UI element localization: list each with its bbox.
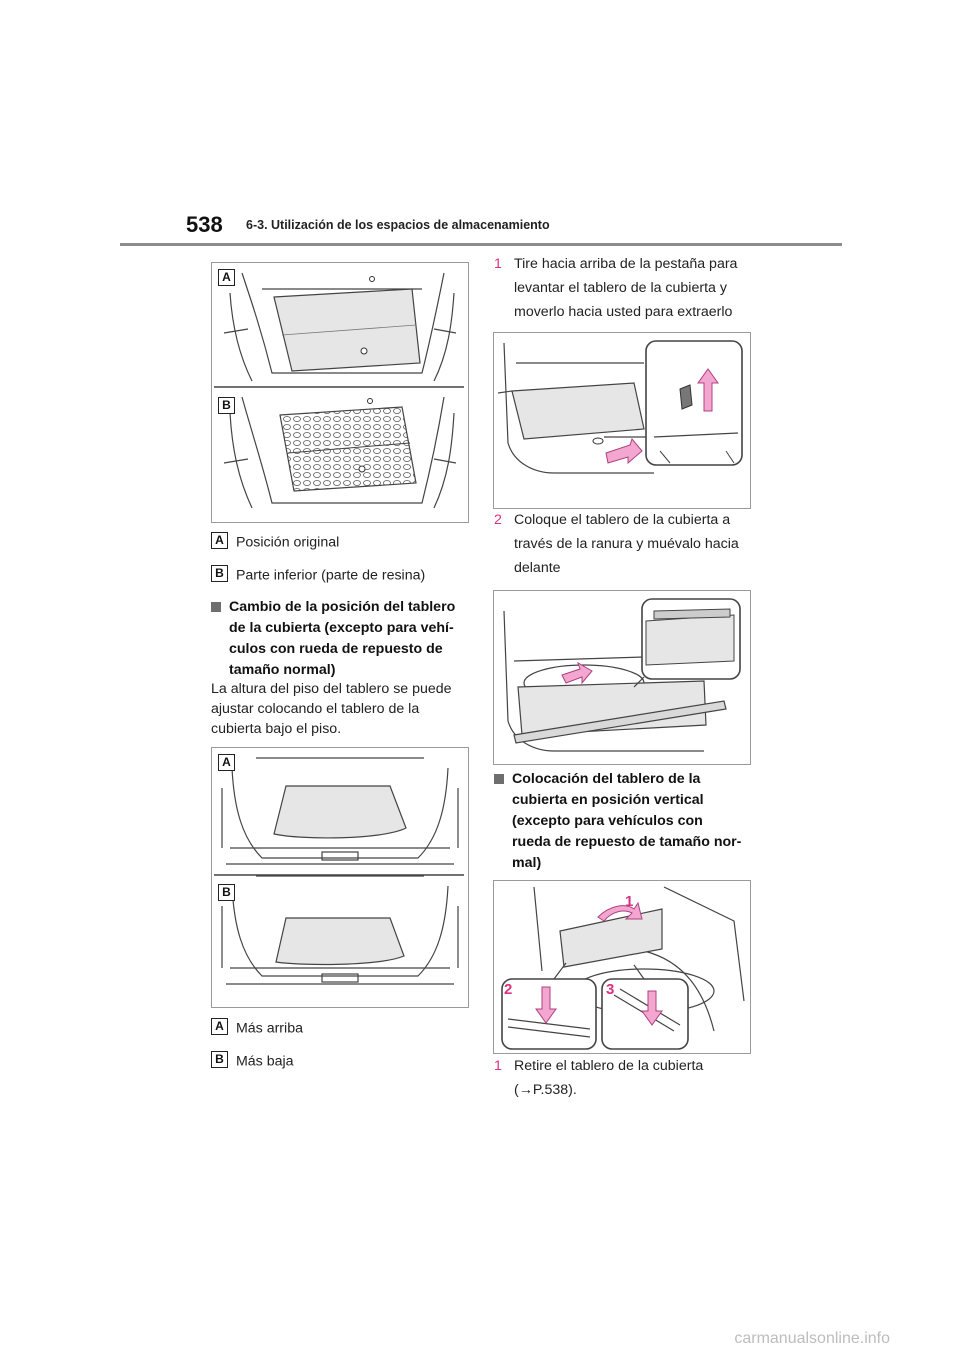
figure-pull-tab bbox=[493, 332, 751, 509]
body-line: cubierta bajo el piso. bbox=[211, 721, 342, 737]
heading-bullet bbox=[494, 774, 504, 784]
body-line: La altura del piso del tablero se puede bbox=[211, 681, 452, 697]
figure-label-b: B bbox=[218, 397, 235, 414]
step-line: (→P.538). bbox=[514, 1082, 577, 1098]
watermark-text: carmanualsonline.info bbox=[734, 1330, 890, 1347]
legend-item-b: B Parte inferior (parte de resina) bbox=[211, 565, 426, 584]
legend-item-b: B Más baja bbox=[211, 1051, 294, 1070]
step-line: delante bbox=[514, 560, 561, 576]
legend-text: Parte inferior (parte de resina) bbox=[235, 567, 426, 584]
step-line: levantar el tablero de la cubierta y bbox=[514, 280, 727, 296]
heading-line: culos con rueda de repuesto de bbox=[229, 641, 443, 657]
step-line: Retire el tablero de la cubierta bbox=[514, 1058, 704, 1074]
legend-text: Más baja bbox=[235, 1053, 294, 1070]
legend-item-a: A Posición original bbox=[211, 532, 340, 551]
figure-slot-insert bbox=[493, 590, 751, 765]
illustration-slot bbox=[503, 598, 741, 752]
figure-label-a: A bbox=[218, 754, 235, 771]
body-paragraph: La altura del piso del tablero se puede … bbox=[211, 679, 473, 739]
step-item: 1 Tire hacia arriba de la pestaña para l… bbox=[494, 252, 754, 326]
legend-text: Más arriba bbox=[235, 1020, 303, 1037]
illustration-cargo-top bbox=[214, 272, 464, 509]
heading-line: tamaño normal) bbox=[229, 662, 336, 678]
legend-letter: A bbox=[211, 532, 228, 549]
callout-1: 1 bbox=[625, 893, 634, 910]
header-rule bbox=[120, 243, 842, 246]
section-heading: Colocación del tablero de la cubierta en… bbox=[494, 769, 754, 875]
heading-bullet bbox=[211, 602, 221, 612]
step-number: 1 bbox=[494, 1058, 502, 1074]
legend-item-a: A Más arriba bbox=[211, 1018, 303, 1037]
figure-board-height: A B bbox=[211, 747, 469, 1008]
heading-line: rueda de repuesto de tamaño nor- bbox=[512, 834, 742, 850]
heading-line: (excepto para vehículos con bbox=[512, 813, 703, 829]
legend-letter: A bbox=[211, 1018, 228, 1035]
figure-cargo-board-positions: A B bbox=[211, 262, 469, 523]
illustration-vertical-board bbox=[501, 886, 745, 1050]
step-number: 1 bbox=[494, 256, 502, 272]
callout-3: 3 bbox=[606, 981, 615, 998]
step-line: Tire hacia arriba de la pestaña para bbox=[514, 256, 738, 272]
figure-vertical-position: 1 2 3 bbox=[493, 880, 751, 1054]
legend-letter: B bbox=[211, 1051, 228, 1068]
illustration-rear-view bbox=[214, 757, 464, 985]
legend-letter: B bbox=[211, 565, 228, 582]
body-line: ajustar colocando el tablero de la bbox=[211, 701, 420, 717]
heading-line: Cambio de la posición del tablero bbox=[229, 599, 456, 615]
section-heading: Cambio de la posición del tablero de la … bbox=[211, 597, 471, 685]
page-number: 538 bbox=[186, 212, 223, 237]
step-item: 2 Coloque el tablero de la cubierta a tr… bbox=[494, 508, 754, 582]
step-line: través de la ranura y muévalo hacia bbox=[514, 536, 739, 552]
step-line: moverlo hacia usted para extraerlo bbox=[514, 304, 733, 320]
running-header: 6-3. Utilización de los espacios de alma… bbox=[246, 218, 550, 232]
step-line: Coloque el tablero de la cubierta a bbox=[514, 512, 731, 528]
heading-line: Colocación del tablero de la bbox=[512, 771, 701, 787]
legend-text: Posición original bbox=[235, 534, 340, 551]
figure-label-b: B bbox=[218, 884, 235, 901]
figure-label-a: A bbox=[218, 269, 235, 286]
heading-line: mal) bbox=[512, 855, 542, 871]
illustration-pull-tab bbox=[497, 340, 743, 474]
callout-2: 2 bbox=[504, 981, 513, 998]
heading-line: cubierta en posición vertical bbox=[512, 792, 704, 808]
heading-line: de la cubierta (excepto para vehí- bbox=[229, 620, 454, 636]
step-number: 2 bbox=[494, 512, 502, 528]
step-item: 1 Retire el tablero de la cubierta (→P.5… bbox=[494, 1054, 754, 1104]
